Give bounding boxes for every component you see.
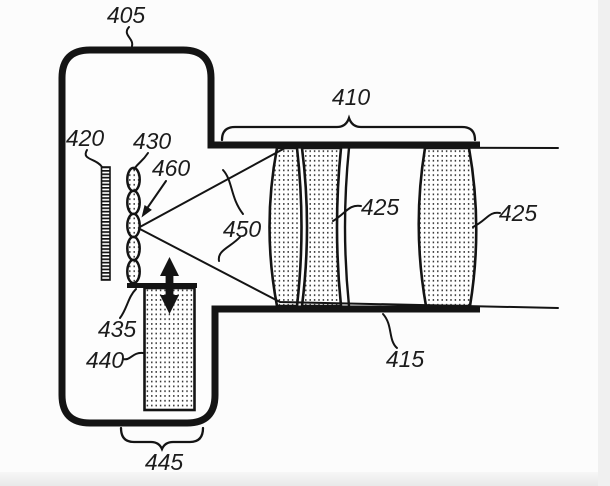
label-slit-element: 420: [66, 125, 105, 151]
leader-450-upper: [222, 169, 244, 215]
leader-430: [133, 152, 149, 170]
leader-450-lower: [217, 236, 241, 262]
stack-element: [126, 235, 141, 262]
pointer-arrow-460-head: [141, 205, 152, 218]
label-lens-assembly: 410: [332, 84, 371, 110]
label-housing: 405: [107, 2, 146, 28]
lens-thin-surface: [343, 146, 351, 308]
label-doublet-lens: 425: [361, 194, 400, 220]
leader-420: [84, 149, 103, 168]
element-stack: [126, 166, 141, 285]
label-actuator-block: 440: [86, 347, 125, 373]
stack-element: [126, 258, 141, 285]
photo-shadow-right: [598, 0, 610, 486]
pointer-arrow-460-shaft: [147, 180, 167, 208]
label-rear-lens: 425: [499, 200, 538, 226]
leader-425-left: [332, 204, 362, 222]
leader-440: [122, 351, 144, 361]
stack-element: [126, 212, 141, 239]
light-ray-upper: [137, 146, 559, 229]
leader-435: [119, 288, 137, 319]
label-stack-platform: 435: [98, 316, 137, 342]
slit-bar: [100, 166, 111, 281]
photo-shadow-bottom: [0, 472, 610, 486]
leader-405: [125, 26, 134, 47]
lens-doublet-rear-element: [300, 146, 343, 308]
label-element-stack: 430: [133, 128, 172, 154]
label-stack-pointer: 460: [152, 155, 191, 181]
leader-425-right: [472, 211, 501, 228]
label-light-cone: 450: [223, 216, 262, 242]
label-barrel-lower: 415: [386, 346, 425, 372]
leader-415: [382, 313, 398, 349]
vertical-motion-arrow: [160, 257, 179, 314]
stack-element: [126, 189, 141, 216]
lens-biconvex-rear: [417, 146, 478, 308]
lens-doublet-front-element: [268, 146, 303, 308]
light-ray-lower: [137, 227, 559, 309]
stack-element: [126, 166, 141, 193]
base-section-brace: [119, 426, 205, 452]
label-base-section: 445: [145, 449, 184, 475]
lens-assembly-brace: [220, 114, 477, 142]
